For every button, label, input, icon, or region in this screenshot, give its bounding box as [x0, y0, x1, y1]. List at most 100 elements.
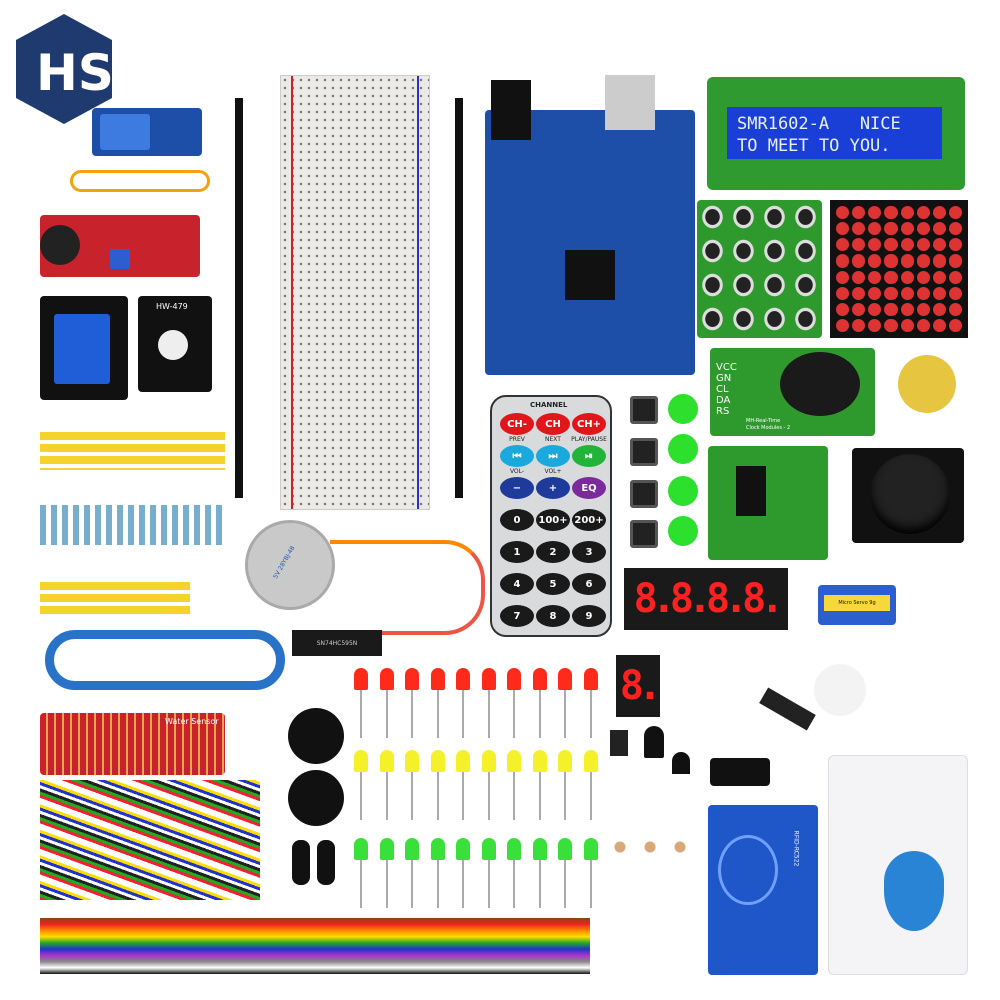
button-cap: [668, 434, 698, 464]
matrix-dot: [916, 254, 930, 268]
led-leg: [360, 860, 362, 908]
matrix-dot: [868, 302, 882, 316]
matrix-dot: [948, 254, 962, 268]
led-leg: [487, 772, 490, 820]
led-leg: [411, 860, 413, 908]
remote-button[interactable]: 0: [500, 509, 534, 531]
matrix-dot: [836, 206, 850, 220]
matrix-dot: [916, 302, 930, 316]
matrix-dot: [932, 254, 946, 268]
remote-button[interactable]: +: [536, 477, 570, 499]
tilt-switch: [317, 840, 335, 885]
pin-label: CL: [716, 384, 729, 395]
pin-label: VCC: [716, 362, 737, 373]
remote-button[interactable]: EQ: [572, 477, 606, 499]
remote-button-label: NEXT: [545, 436, 561, 443]
ir-receiver: [610, 730, 628, 756]
matrix-dot: [868, 238, 882, 252]
remote-button[interactable]: ⏮: [500, 445, 534, 467]
led-leg: [411, 772, 413, 820]
led: [405, 668, 419, 690]
matrix-dot: [868, 222, 882, 236]
led: [456, 668, 470, 690]
remote-button[interactable]: ⏯: [572, 445, 606, 467]
matrix-dot: [916, 286, 930, 300]
led: [430, 668, 445, 690]
breadboard: [280, 75, 430, 510]
rfid-module: RFID-RC522: [708, 805, 818, 975]
remote-button[interactable]: 4: [500, 573, 534, 595]
module-label: HW-479: [156, 302, 188, 311]
resistors: [40, 505, 225, 545]
matrix-dot: [916, 318, 930, 332]
led: [583, 750, 598, 772]
rfid-card: [828, 755, 968, 975]
remote-button-label: VOL-: [509, 468, 525, 475]
led-leg: [538, 860, 541, 908]
matrix-dot: [900, 318, 914, 332]
led: [558, 838, 572, 860]
matrix-dot: [884, 318, 898, 332]
matrix-dot: [884, 238, 898, 252]
remote-button[interactable]: −: [500, 477, 534, 499]
matrix-dot: [932, 270, 946, 284]
remote-button[interactable]: 9: [572, 605, 606, 627]
led: [532, 838, 547, 860]
jumper-wires-bundle: [40, 780, 260, 900]
led: [481, 838, 496, 860]
remote-button[interactable]: 2: [536, 541, 570, 563]
remote-button[interactable]: 200+: [572, 509, 606, 531]
remote-button[interactable]: 8: [536, 605, 570, 627]
servo-label: Micro Servo 9g: [824, 595, 890, 611]
matrix-dot: [852, 238, 866, 252]
led-leg: [513, 772, 515, 820]
water-sensor-label: Water Sensor: [165, 717, 219, 726]
led-leg: [487, 860, 490, 908]
remote-button[interactable]: 1: [500, 541, 534, 563]
led: [354, 838, 368, 860]
matrix-dot: [948, 222, 962, 236]
led-leg: [513, 690, 515, 738]
matrix-dot: [884, 270, 898, 284]
remote-button[interactable]: CH+: [572, 413, 606, 435]
arduino-uno-board: [485, 75, 695, 375]
tactile-button: [630, 438, 658, 466]
led-leg: [487, 690, 490, 738]
led: [430, 750, 445, 772]
matrix-dot: [916, 206, 930, 220]
matrix-dot: [836, 318, 850, 332]
remote-button[interactable]: CH: [536, 413, 570, 435]
pin-label: GN: [716, 373, 732, 384]
led: [405, 750, 419, 772]
remote-button[interactable]: 100+: [536, 509, 570, 531]
remote-button[interactable]: ⏭: [536, 445, 570, 467]
led-leg: [462, 860, 464, 908]
remote-button[interactable]: 7: [500, 605, 534, 627]
remote-button[interactable]: 6: [572, 573, 606, 595]
lcd-line-2: TO MEET TO YOU.: [737, 136, 891, 156]
led-leg: [411, 690, 413, 738]
ribbon-cable: [40, 918, 590, 974]
led-leg: [589, 690, 592, 738]
matrix-dot: [884, 286, 898, 300]
led-leg: [564, 690, 566, 738]
remote-button[interactable]: CH-: [500, 413, 534, 435]
led-leg: [385, 772, 388, 820]
button-cap: [668, 476, 698, 506]
matrix-dot: [836, 270, 850, 284]
remote-button[interactable]: 5: [536, 573, 570, 595]
jumper-wire: [70, 170, 210, 192]
potentiometer: [898, 355, 956, 413]
resistor-strip: [40, 582, 190, 618]
led-leg: [385, 690, 388, 738]
led-leg: [360, 772, 362, 820]
led: [354, 668, 368, 690]
matrix-dot: [852, 270, 866, 284]
rfid-label: RFID-RC522: [792, 830, 800, 867]
button-cap: [668, 516, 698, 546]
led: [583, 668, 598, 690]
temperature-sensor: [672, 752, 690, 774]
matrix-dot: [836, 222, 850, 236]
remote-button[interactable]: 3: [572, 541, 606, 563]
button-cap: [668, 394, 698, 424]
